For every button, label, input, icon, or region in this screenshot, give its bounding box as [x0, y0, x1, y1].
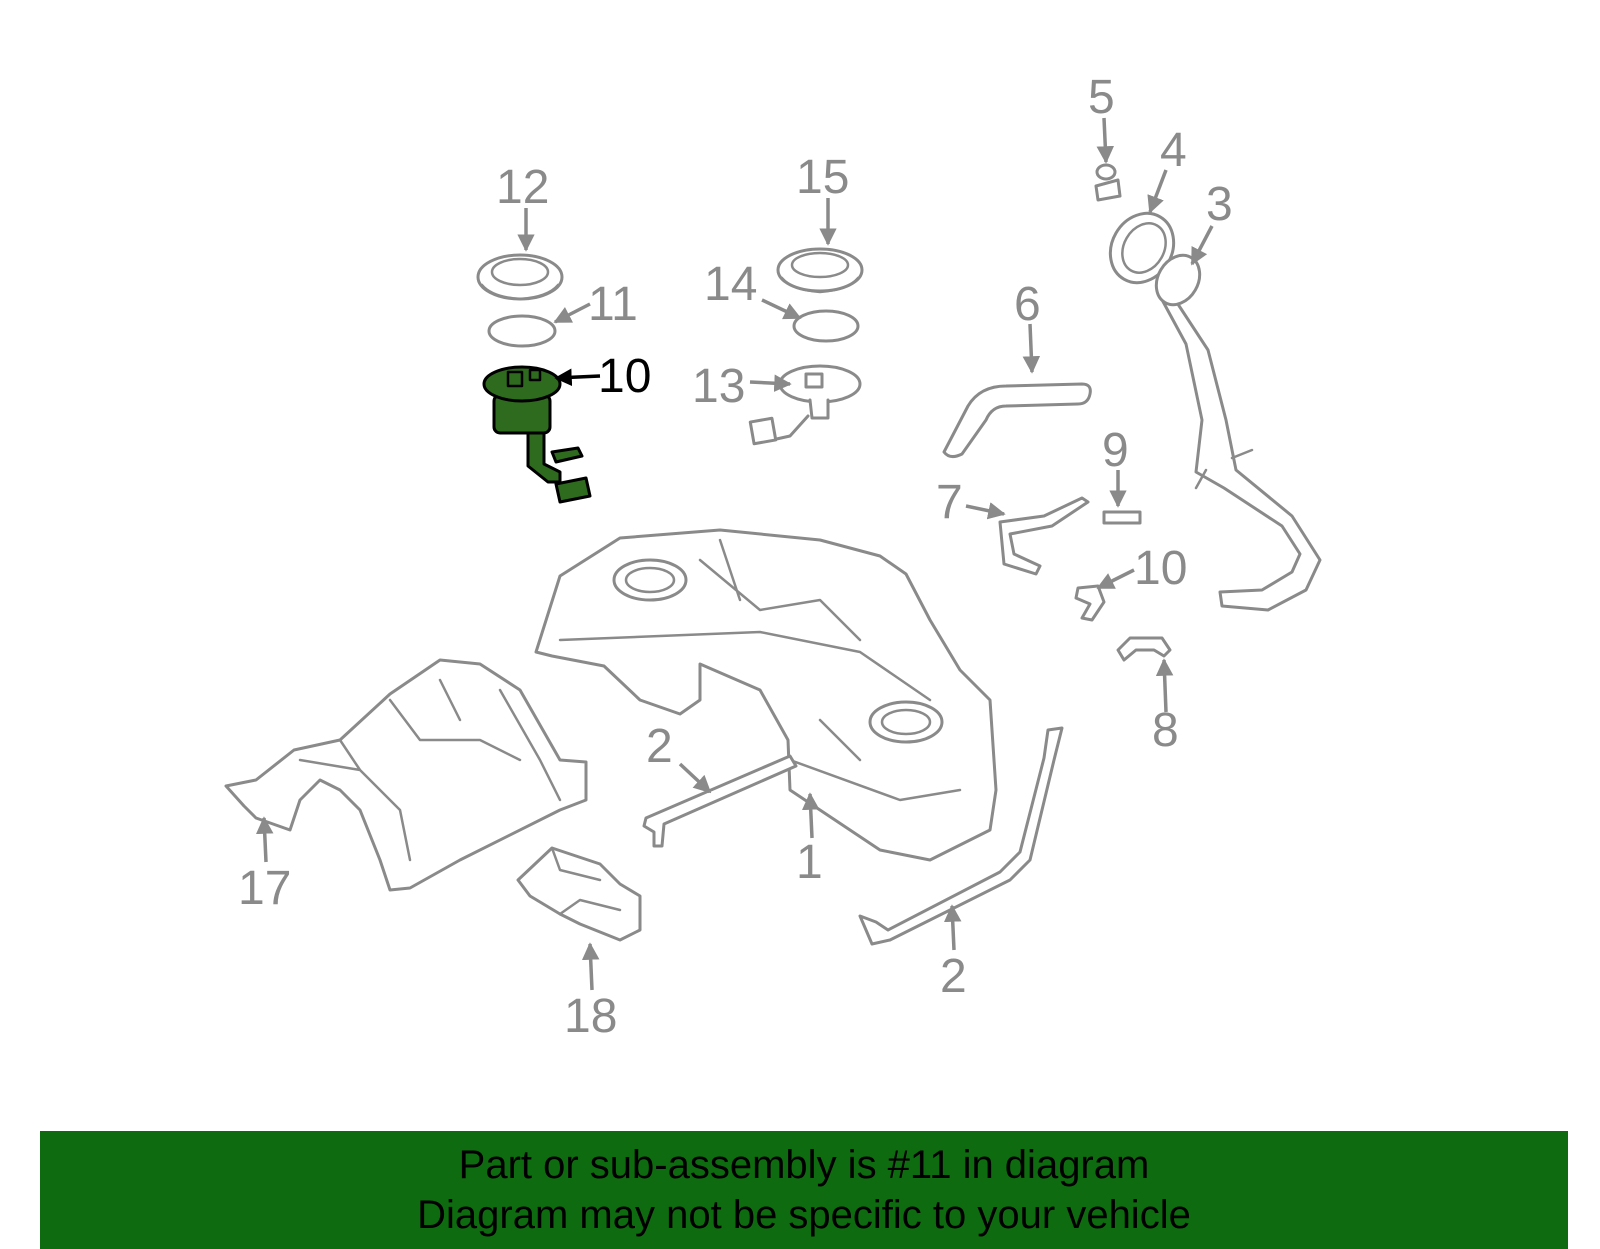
leader-5 [1096, 117, 1115, 164]
part-2-strap-lower [858, 726, 1064, 946]
leader-1 [801, 792, 820, 839]
leader-15 [761, 298, 802, 320]
callout-1: 1 [796, 836, 823, 889]
part-3-filler-neck [1154, 253, 1322, 612]
part-7-tube [998, 496, 1090, 576]
part-6-hose [942, 382, 1092, 459]
callout-2-lower: 2 [940, 950, 967, 1003]
part-15-gasket [792, 309, 860, 343]
leader-11 [554, 368, 601, 387]
part-4-seal [1108, 211, 1176, 285]
part-14-sending-unit [748, 364, 862, 446]
callout-4: 4 [1160, 124, 1187, 177]
part-16-lock-ring [776, 247, 864, 294]
callout-16: 15 [796, 151, 849, 204]
callout-14: 13 [692, 360, 745, 413]
info-banner: Part or sub-assembly is #11 in diagram D… [40, 1131, 1568, 1249]
leader-3 [1190, 225, 1214, 266]
part-10-hose [1074, 584, 1106, 622]
banner-line-part: Part or sub-assembly is #11 in diagram [458, 1143, 1150, 1187]
leader-2-lower [943, 904, 962, 951]
leader-10 [1096, 568, 1135, 590]
callout-2-upper: 2 [646, 720, 673, 773]
callout-18: 18 [564, 990, 617, 1043]
callout-9: 9 [1102, 424, 1129, 477]
callout-7: 7 [936, 476, 963, 529]
callout-15: 14 [704, 258, 757, 311]
leader-18 [581, 942, 600, 991]
leader-14 [749, 374, 792, 392]
callout-8: 8 [1152, 704, 1179, 757]
leader-4 [1147, 169, 1168, 214]
part-9-clip [1102, 510, 1142, 525]
leader-12 [553, 302, 591, 324]
part-18-bracket [516, 846, 642, 942]
part-11-fuel-pump-module [482, 365, 592, 504]
part-2-strap-upper [642, 754, 798, 848]
leader-17 [255, 816, 274, 863]
callout-5: 5 [1088, 71, 1115, 124]
leader-7 [965, 502, 1006, 520]
banner-line-disclaimer: Diagram may not be specific to your vehi… [417, 1193, 1191, 1237]
callout-11: 10 [598, 350, 651, 403]
part-1-fuel-tank [534, 528, 998, 862]
callout-3: 3 [1206, 178, 1233, 231]
leader-8 [1155, 658, 1174, 713]
leader-2-upper [678, 762, 712, 794]
part-17-heat-shield [224, 658, 588, 892]
callout-10: 10 [1134, 542, 1187, 595]
callout-12: 11 [588, 278, 638, 331]
part-12-gasket [487, 314, 557, 348]
callout-6: 6 [1014, 278, 1041, 331]
leader-6 [1022, 323, 1041, 374]
part-5-bolt [1094, 163, 1122, 202]
callout-17: 17 [238, 862, 291, 915]
part-13-lock-ring [476, 253, 564, 301]
part-8-hose [1116, 636, 1172, 662]
callout-13: 12 [496, 161, 549, 214]
parts-diagram: 12 11 10 15 14 13 6 5 4 3 9 7 10 8 2 1 2… [224, 71, 1322, 1043]
